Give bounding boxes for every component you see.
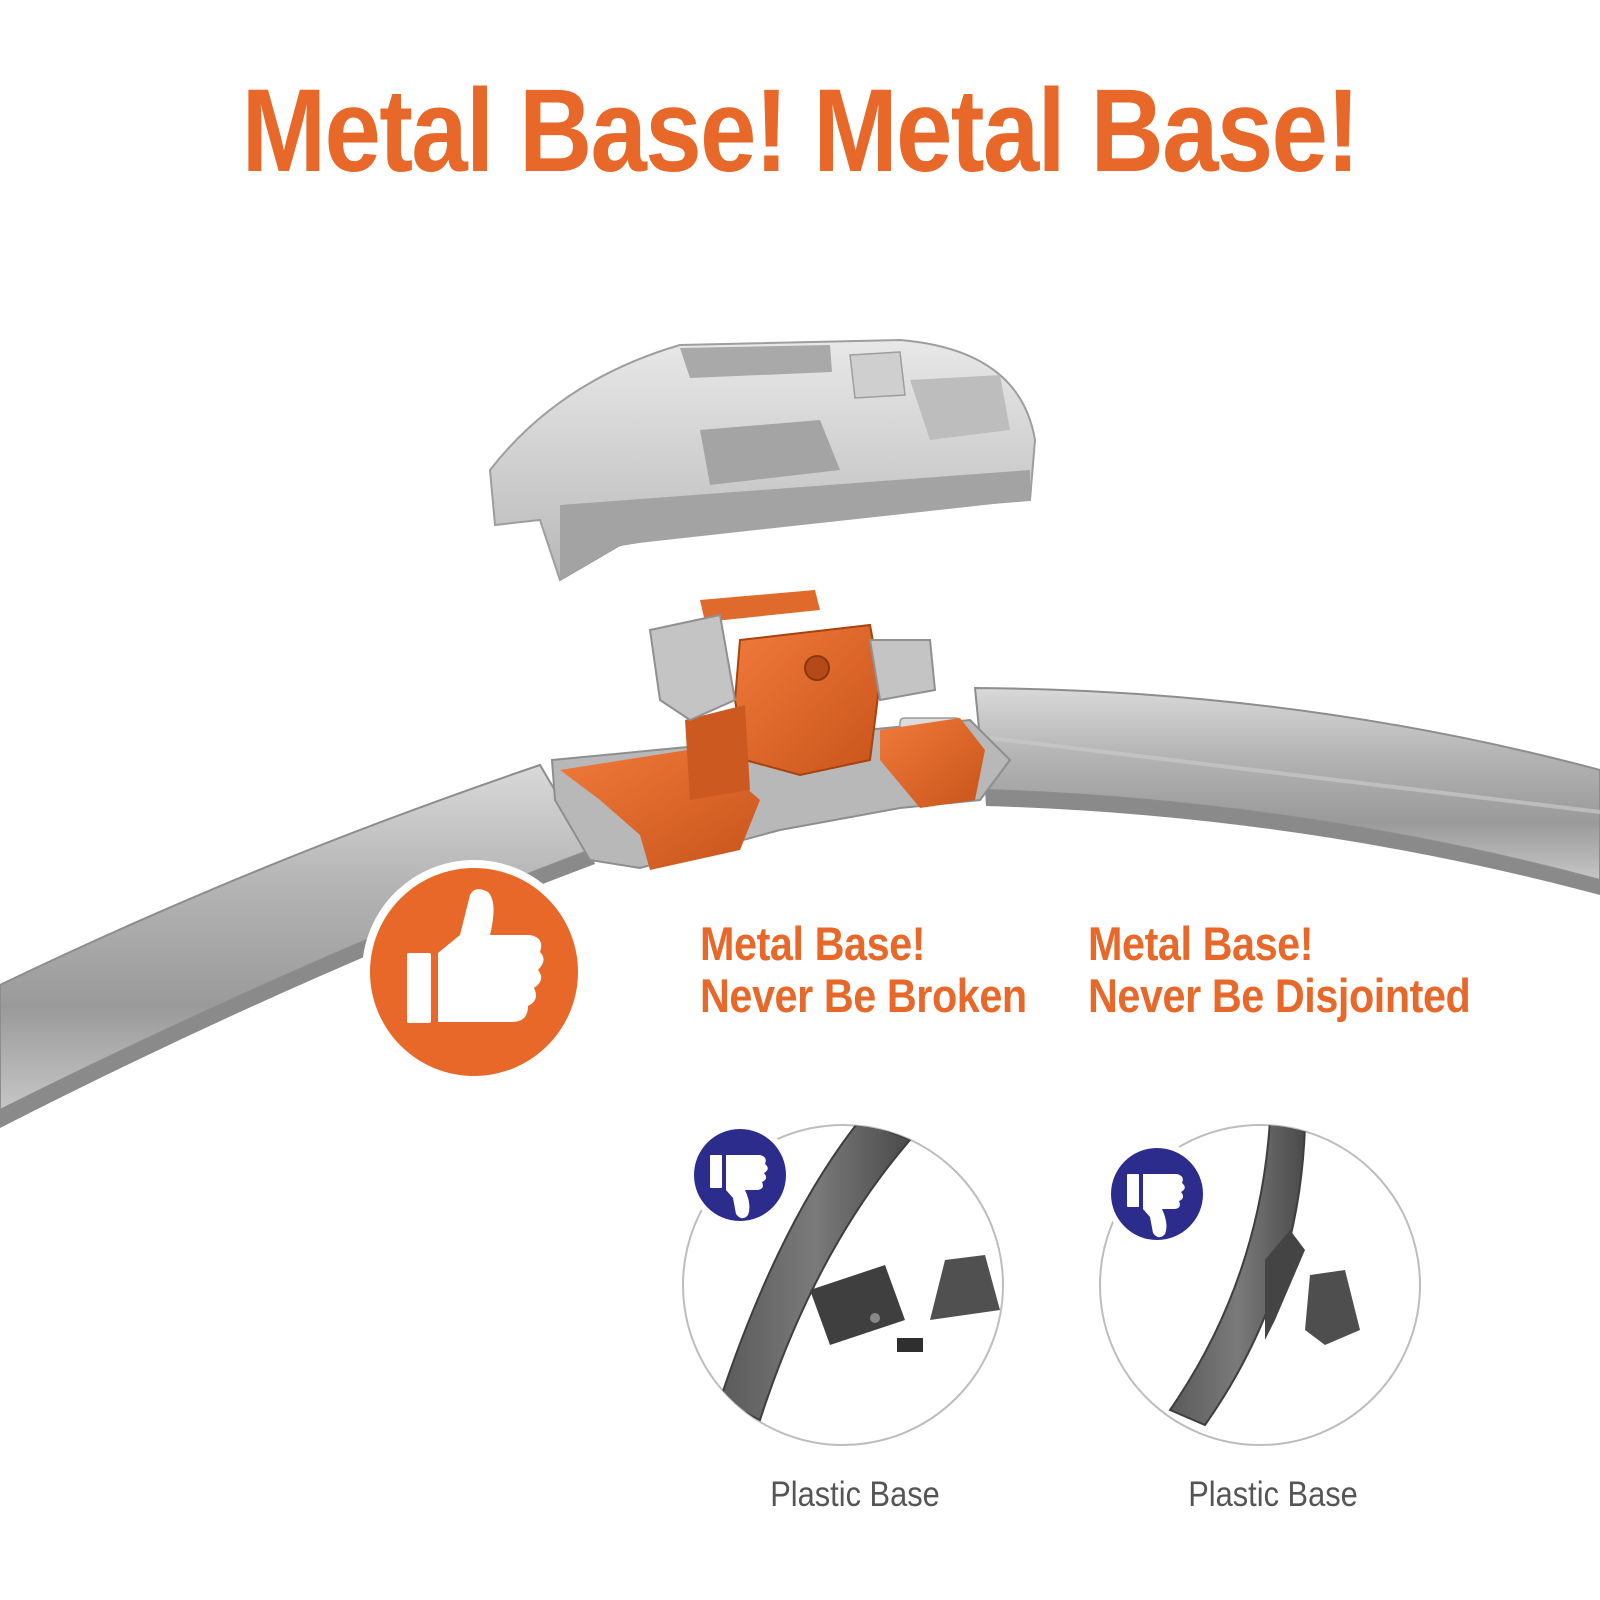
headline: Metal Base! Metal Base! xyxy=(241,65,1360,197)
metal-base-clip xyxy=(733,623,882,777)
blade-right-segment xyxy=(973,686,1600,882)
thumbs-up-icon xyxy=(407,889,544,1023)
claim-line-1: Metal Base! xyxy=(700,917,926,970)
thumbs-down-icon xyxy=(710,1155,768,1219)
claim-never-disjointed: Metal Base! Never Be Disjointed xyxy=(1088,917,1471,1022)
claim-line-2: Never Be Disjointed xyxy=(1088,969,1471,1022)
comparison-circle-right xyxy=(1099,1124,1421,1446)
thumbs-down-icon xyxy=(1127,1174,1185,1238)
claim-line-1: Metal Base! xyxy=(1088,917,1314,970)
approve-badge xyxy=(362,860,586,1084)
claim-never-broken: Metal Base! Never Be Broken xyxy=(700,918,1027,1022)
blade-right-rubber xyxy=(985,790,1600,895)
plastic-base-caption: Plastic Base xyxy=(1188,1475,1358,1514)
claim-line-2: Never Be Broken xyxy=(700,969,1027,1022)
comparison-circle-left xyxy=(682,1123,1004,1446)
plastic-base-caption: Plastic Base xyxy=(770,1475,940,1514)
